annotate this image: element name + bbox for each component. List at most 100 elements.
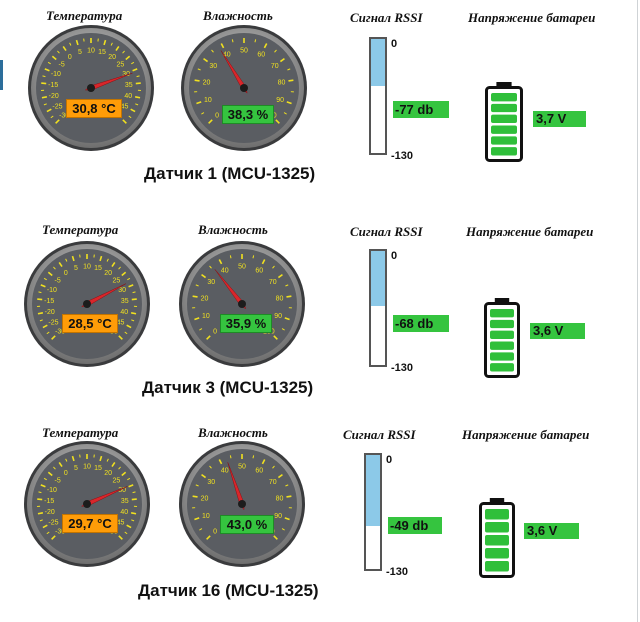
gauge-tick <box>71 255 75 262</box>
gauge-tick <box>99 255 103 262</box>
gauge-tick <box>261 459 266 465</box>
gauge-tick-label: 30 <box>122 71 130 78</box>
gauge-tick-label: 20 <box>201 296 209 303</box>
rssi-max-label: 0 <box>391 38 398 50</box>
gauge-tick-label: 35 <box>121 298 129 305</box>
gauge-tick-label: -5 <box>59 61 65 68</box>
gauge-tick <box>47 471 53 477</box>
gauge-tick <box>125 55 131 61</box>
gauge-tick-label: 80 <box>276 296 284 303</box>
gauge-tick <box>201 473 207 479</box>
gauge-tick <box>135 103 139 106</box>
gauge-tick <box>126 324 132 329</box>
gauge-tick <box>132 68 138 72</box>
gauge-tick-label: -15 <box>48 82 58 89</box>
gauge-tick <box>44 68 50 72</box>
gauge-tick-label: -5 <box>55 477 61 484</box>
gauge-tick <box>209 465 212 469</box>
humidity-readout: 38,3 % <box>222 105 274 124</box>
gauge-tick <box>43 477 47 481</box>
gauge-tick <box>229 255 232 259</box>
gauge-needle <box>227 462 245 511</box>
rssi-label: Сигнал RSSI <box>343 427 416 442</box>
gauge-tick <box>281 328 285 331</box>
gauge-tick <box>263 43 268 49</box>
gauge-tick-label: -30 <box>55 528 65 535</box>
gauge-tick-label: 25 <box>116 61 124 68</box>
gauge-tick-label: 35 <box>121 498 129 505</box>
battery-terminal <box>496 82 512 87</box>
gauge-needle <box>81 283 127 308</box>
gauge-tick <box>286 495 292 498</box>
battery-terminal <box>489 498 505 503</box>
gauge-tick-label: 80 <box>276 496 284 503</box>
gauge-tick <box>51 535 56 540</box>
battery-value: 3,6 V <box>524 523 579 539</box>
battery-cell <box>490 319 514 329</box>
gauge-tick <box>192 295 198 298</box>
battery-cell <box>485 509 509 520</box>
rssi-meter <box>369 37 387 155</box>
gauge-tick-label: 90 <box>274 313 282 320</box>
gauge-tick-label: 25 <box>112 277 120 284</box>
gauge-tick <box>38 291 42 294</box>
gauge-tick-label: -10 <box>47 287 57 294</box>
gauge-tick <box>39 519 43 522</box>
battery-cell <box>485 522 509 533</box>
gauge-tick <box>128 284 134 288</box>
gauge-tick <box>131 61 135 65</box>
side-accent <box>0 60 3 90</box>
temperature-readout: 30,8 °C <box>66 99 122 118</box>
sensor-title: Датчик 3 (MCU-1325) <box>142 378 314 397</box>
gauge-tick <box>121 271 127 277</box>
rssi-min-label: -130 <box>391 150 414 162</box>
temperature-label: Температура <box>42 425 119 440</box>
gauge-tick <box>122 119 127 124</box>
gauge-needle <box>80 486 128 507</box>
gauge-tick <box>110 42 113 46</box>
gauge-hub <box>238 300 246 308</box>
gauge-tick <box>195 484 199 487</box>
temperature-readout: 28,5 °C <box>62 314 118 333</box>
humidity-gauge: 0102030405060708090100 <box>178 240 306 368</box>
gauge-tick-label: 20 <box>203 80 211 87</box>
temperature-label: Температура <box>46 8 123 23</box>
gauge-tick <box>40 484 46 488</box>
gauge-tick <box>229 455 232 459</box>
gauge-tick-label: -25 <box>52 103 62 110</box>
gauge-tick <box>272 465 275 469</box>
gauge-tick <box>130 511 137 515</box>
humidity-gauge: 0102030405060708090100 <box>180 24 308 152</box>
battery-cell <box>491 125 517 134</box>
gauge-tick-label: -25 <box>48 519 58 526</box>
gauge-tick <box>252 455 255 459</box>
gauge-tick-label: 30 <box>207 279 215 286</box>
gauge-tick <box>211 49 214 53</box>
temperature-gauge: -30-25-20-15-10-505101520253035404550 <box>23 440 151 568</box>
gauge-tick <box>132 291 136 294</box>
gauge-tick-label: -15 <box>44 498 54 505</box>
battery-cell <box>491 136 517 145</box>
humidity-label: Влажность <box>203 8 273 23</box>
gauge-tick-label: 0 <box>215 112 219 119</box>
gauge-tick <box>134 95 141 99</box>
rssi-value: -77 db <box>393 101 449 118</box>
gauge-hub <box>87 84 95 92</box>
battery-terminal <box>494 298 510 303</box>
gauge-tick <box>196 101 202 105</box>
gauge-tick <box>38 491 42 494</box>
humidity-label: Влажность <box>198 425 268 440</box>
battery-icon <box>479 498 515 578</box>
rssi-meter-fill <box>366 455 380 526</box>
gauge-tick-label: -30 <box>59 112 69 119</box>
gauge-tick-label: 15 <box>94 465 102 472</box>
gauge-tick <box>275 119 280 124</box>
sensor-title: Датчик 1 (MCU-1325) <box>144 164 316 183</box>
gauge-tick <box>118 535 123 540</box>
gauge-tick <box>206 535 211 540</box>
battery-cell <box>490 352 514 361</box>
gauge-tick <box>51 335 56 340</box>
gauge-tick <box>39 319 43 322</box>
gauge-tick-label: -15 <box>44 298 54 305</box>
gauge-tick <box>37 511 44 515</box>
